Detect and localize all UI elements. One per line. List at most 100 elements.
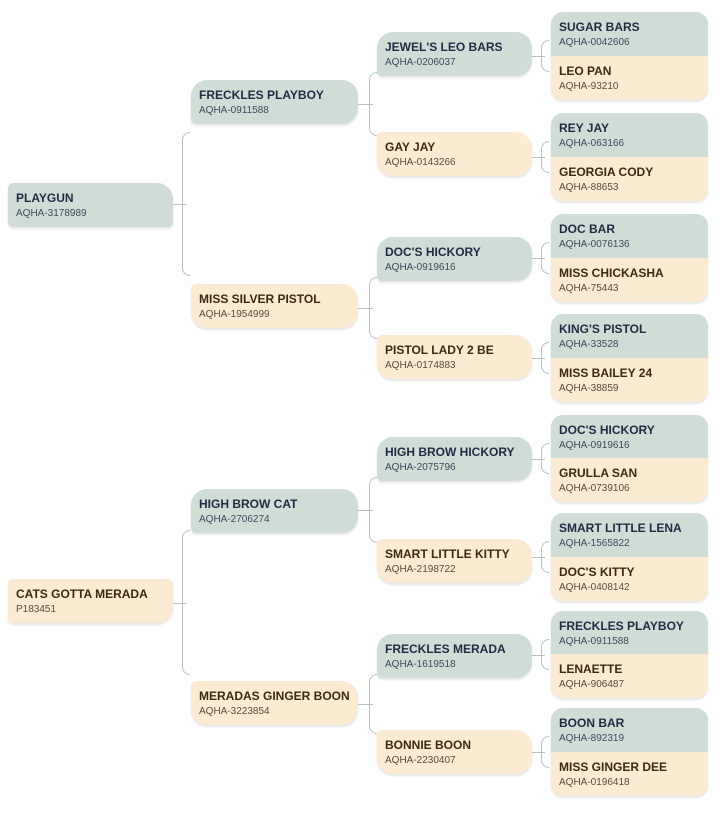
horse-card-miss-silver-pistol[interactable]: MISS SILVER PISTOL AQHA-1954999 [191,284,358,328]
pedigree-connector-tick [532,557,545,558]
pedigree-connector-tick [532,654,545,656]
horse-registration: AQHA-906487 [559,678,625,690]
horse-name: GAY JAY [385,139,436,154]
horse-registration: AQHA-75443 [559,282,619,294]
pedigree-connector-tick [532,157,545,158]
horse-registration: AQHA-0911588 [199,104,269,116]
horse-registration: AQHA-0919616 [385,261,456,273]
horse-registration: AQHA-1565822 [559,537,630,549]
horse-card-smart-little-kitty[interactable]: SMART LITTLE KITTY AQHA-2198722 [377,539,532,583]
horse-name: GRULLA SAN [559,465,638,480]
horse-card-miss-chickasha[interactable]: MISS CHICKASHA AQHA-75443 [551,258,708,302]
horse-registration: AQHA-1954999 [199,308,270,320]
horse-name: LENAETTE [559,661,623,676]
horse-card-gay-jay[interactable]: GAY JAY AQHA-0143266 [377,132,532,176]
horse-name: LEO PAN [559,63,612,78]
horse-registration: AQHA-0174883 [385,359,456,371]
horse-card-meradas-ginger-boon[interactable]: MERADAS GINGER BOON AQHA-3223854 [191,681,358,725]
horse-registration: AQHA-0408142 [559,581,630,593]
horse-registration: P183451 [16,603,57,615]
pedigree-connector-tick [173,602,186,604]
horse-name: DOC'S HICKORY [385,244,481,259]
horse-card-bonnie-boon[interactable]: BONNIE BOON AQHA-2230407 [377,730,532,774]
horse-card-rey-jay[interactable]: REY JAY AQHA-063166 [551,113,708,157]
horse-card-smart-little-lena[interactable]: SMART LITTLE LENA AQHA-1565822 [551,513,708,557]
horse-name: DOC'S KITTY [559,564,635,579]
horse-card-grulla-san[interactable]: GRULLA SAN AQHA-0739106 [551,458,708,502]
horse-registration: AQHA-892319 [559,732,625,744]
horse-card-pistol-lady-2-be[interactable]: PISTOL LADY 2 BE AQHA-0174883 [377,335,532,379]
horse-name: BOON BAR [559,715,625,730]
horse-card-miss-bailey-24[interactable]: MISS BAILEY 24 AQHA-38859 [551,358,708,402]
horse-name: FRECKLES PLAYBOY [199,87,324,102]
horse-registration: AQHA-2706274 [199,513,270,525]
pedigree-connector-tick [358,510,373,511]
horse-registration: AQHA-3223854 [199,705,270,717]
horse-card-freckles-merada[interactable]: FRECKLES MERADA AQHA-1619518 [377,634,532,678]
horse-registration: AQHA-0206037 [385,56,456,68]
horse-card-sugar-bars[interactable]: SUGAR BARS AQHA-0042606 [551,12,708,56]
horse-registration: AQHA-0076136 [559,238,630,250]
horse-name: SUGAR BARS [559,19,640,34]
pedigree-connector-tick [532,258,545,259]
horse-name: JEWEL'S LEO BARS [385,39,503,54]
horse-name: PISTOL LADY 2 BE [385,342,494,357]
horse-registration: AQHA-33528 [559,338,619,350]
horse-card-lenaette[interactable]: LENAETTE AQHA-906487 [551,654,708,698]
horse-registration: AQHA-063166 [559,137,625,149]
horse-name: CATS GOTTA MERADA [16,586,148,601]
horse-name: FRECKLES PLAYBOY [559,618,684,633]
horse-card-boon-bar[interactable]: BOON BAR AQHA-892319 [551,708,708,752]
pedigree-connector-tick [173,204,186,205]
horse-name: SMART LITTLE LENA [559,520,682,535]
horse-registration: AQHA-1619518 [385,658,456,670]
horse-name: DOC'S HICKORY [559,422,655,437]
horse-card-doc-s-kitty[interactable]: DOC'S KITTY AQHA-0408142 [551,557,708,601]
horse-card-freckles-playboy[interactable]: FRECKLES PLAYBOY AQHA-0911588 [551,611,708,655]
horse-name: GEORGIA CODY [559,164,654,179]
horse-name: SMART LITTLE KITTY [385,546,510,561]
horse-registration: AQHA-38859 [559,382,619,394]
horse-registration: AQHA-93210 [559,80,619,92]
horse-registration: AQHA-88653 [559,181,619,193]
horse-card-leo-pan[interactable]: LEO PAN AQHA-93210 [551,56,708,100]
pedigree-connector-tick [532,358,545,359]
horse-registration: AQHA-0143266 [385,156,456,168]
horse-name: MISS SILVER PISTOL [199,291,321,306]
horse-card-high-brow-hickory[interactable]: HIGH BROW HICKORY AQHA-2075796 [377,437,532,481]
horse-name: PLAYGUN [16,190,74,205]
horse-card-cats-gotta-merada[interactable]: CATS GOTTA MERADA P183451 [8,579,173,623]
horse-registration: AQHA-0196418 [559,776,630,788]
pedigree-connector-tick [358,308,373,309]
horse-card-georgia-cody[interactable]: GEORGIA CODY AQHA-88653 [551,157,708,201]
horse-name: REY JAY [559,120,610,135]
horse-name: HIGH BROW CAT [199,496,298,511]
pedigree-connector-tick [358,104,373,105]
pedigree-connector-tick [358,704,373,705]
pedigree-connector-tick [532,752,545,753]
horse-registration: AQHA-0042606 [559,36,630,48]
horse-card-doc-s-hickory[interactable]: DOC'S HICKORY AQHA-0919616 [377,237,532,281]
horse-registration: AQHA-0739106 [559,482,630,494]
horse-registration: AQHA-0911588 [559,635,629,647]
horse-registration: AQHA-2198722 [385,563,456,575]
horse-name: HIGH BROW HICKORY [385,444,515,459]
horse-card-jewel-s-leo-bars[interactable]: JEWEL'S LEO BARS AQHA-0206037 [377,32,532,76]
horse-card-high-brow-cat[interactable]: HIGH BROW CAT AQHA-2706274 [191,489,358,533]
horse-name: MERADAS GINGER BOON [199,688,350,703]
horse-name: BONNIE BOON [385,737,472,752]
horse-registration: AQHA-2075796 [385,461,456,473]
horse-card-freckles-playboy[interactable]: FRECKLES PLAYBOY AQHA-0911588 [191,80,358,124]
horse-name: MISS BAILEY 24 [559,365,653,380]
pedigree-connector-tick [532,56,545,57]
horse-name: FRECKLES MERADA [385,641,506,656]
horse-name: MISS CHICKASHA [559,265,664,280]
pedigree-connector-tick [532,458,545,460]
horse-registration: AQHA-2230407 [385,754,456,766]
